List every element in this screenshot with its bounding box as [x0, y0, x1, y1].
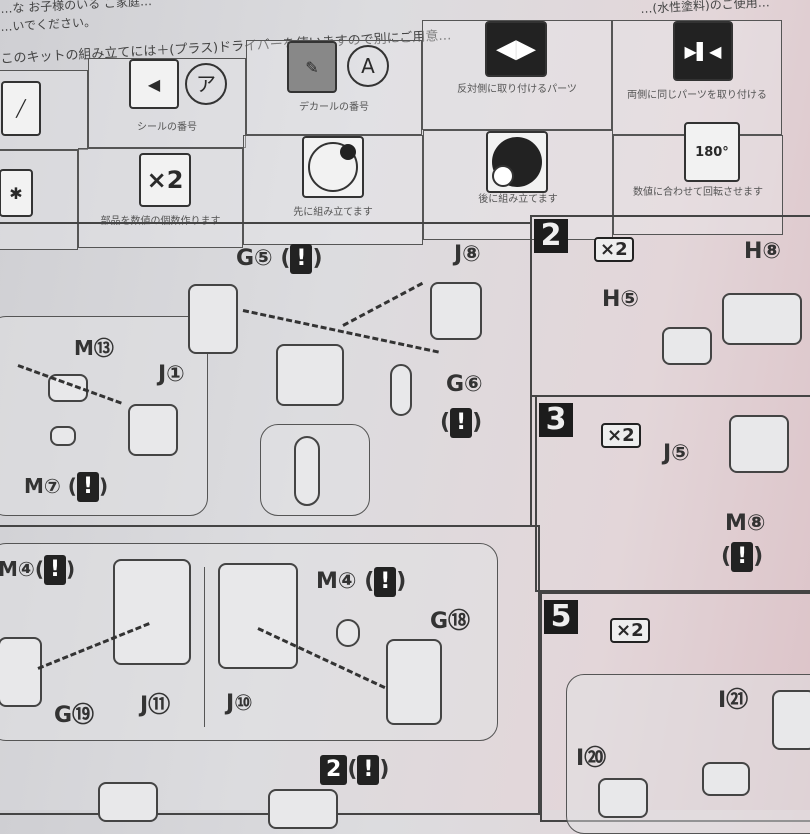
- part-i20: [598, 778, 648, 818]
- warning-icon: !: [731, 542, 754, 572]
- label-m8-warning: (!): [721, 542, 763, 572]
- label-j1: J①: [158, 362, 185, 387]
- label-m4-left: M④(!): [0, 555, 75, 585]
- count-badge: ×2: [594, 237, 634, 262]
- legend-rotate: 180° 数値に合わせて回転させます: [613, 122, 783, 235]
- warning-icon: !: [374, 567, 397, 597]
- warning-icon: !: [290, 244, 313, 274]
- label-g19: G⑲: [54, 703, 95, 728]
- step-3-panel: 3 ×2 J⑤ M⑧ (!): [535, 395, 810, 592]
- part-cube: [276, 344, 344, 406]
- legend-caption: 数値に合わせて回転させます: [633, 187, 763, 198]
- step-number: 3: [539, 403, 573, 437]
- decal-icon: ✎: [287, 41, 337, 93]
- label-m8: M⑧: [725, 511, 766, 536]
- part-detail: [294, 436, 320, 506]
- step-2-panel: 2 ×2 H⑧ H⑤: [530, 215, 810, 397]
- assemble-first-icon: [302, 136, 364, 198]
- part-m4: [336, 619, 360, 647]
- both-sides-icon: ▶▌◀: [673, 21, 733, 81]
- label-g6-warning: (!): [440, 408, 482, 438]
- part-g6: [390, 364, 412, 416]
- legend-caption: 部品を数値の個数作ります: [100, 216, 221, 227]
- step-5-panel: 5 ×2 I㉑ I⑳: [540, 592, 810, 834]
- label-m13: M⑬: [74, 336, 114, 360]
- legend-caption: デカールの番号: [299, 102, 369, 113]
- part-label: M⑦: [24, 474, 61, 498]
- legend-caption: 先に組み立てます: [293, 207, 373, 218]
- count-badge: ×2: [610, 618, 650, 643]
- part-label: M④: [0, 557, 35, 581]
- label-i21: I㉑: [718, 688, 749, 713]
- header-line-2: …いでください。: [0, 14, 97, 34]
- part-h5: [662, 327, 712, 365]
- part-m13: [48, 374, 88, 402]
- part-i21: [772, 690, 810, 750]
- warning-icon: !: [76, 472, 99, 502]
- part-j10: [218, 563, 298, 669]
- legend-caption: 両側に同じパーツを取り付ける: [627, 90, 767, 101]
- part-g19: [0, 637, 42, 707]
- warning-icon: !: [450, 408, 473, 438]
- warning-icon: !: [43, 555, 67, 585]
- part-j1: [128, 404, 178, 456]
- part-h8: [722, 293, 802, 345]
- label-m4-right: M④ (!): [316, 567, 406, 597]
- legend-both-sides: ▶▌◀ 両側に同じパーツを取り付ける: [612, 20, 782, 135]
- part-assembly: [268, 789, 338, 829]
- label-j5: J⑤: [663, 441, 690, 466]
- part-g18: [386, 639, 442, 725]
- part-j5: [729, 415, 789, 473]
- assembly-line: [342, 281, 424, 327]
- step-1-panel: G⑤ (!) J⑧ M⑬ J① G⑥ (!) M⑦ (!): [0, 222, 532, 527]
- assemble-later-icon: [486, 131, 548, 193]
- part-label: G⑤: [236, 246, 273, 271]
- sticker-icon: ◀: [129, 59, 179, 109]
- label-h5: H⑤: [602, 287, 640, 312]
- label-g18: G⑱: [430, 609, 471, 634]
- part-m7: [50, 426, 76, 446]
- sticker-number-symbol: ア: [185, 63, 227, 105]
- part-block: [702, 762, 750, 796]
- warning-icon: !: [357, 755, 380, 785]
- legend-opposite-side: ◀▶ 反対側に取り付けるパーツ: [422, 20, 612, 130]
- legend-times-two: ×2 部品を数値の個数作ります: [78, 148, 243, 248]
- legend-caption: 後に組み立てます: [478, 194, 558, 205]
- step-number: 2: [534, 219, 568, 253]
- divider: [204, 567, 205, 727]
- legend-caption: 反対側に取り付けるパーツ: [457, 84, 577, 95]
- label-m7: M⑦ (!): [24, 472, 108, 502]
- legend-assemble-first: 先に組み立てます: [243, 135, 423, 245]
- legend-sticker: ◀ ア シールの番号: [88, 58, 246, 148]
- legend-knife: ╱: [0, 70, 88, 150]
- opposite-side-icon: ◀▶: [485, 21, 547, 77]
- part-j11: [113, 559, 191, 665]
- part-label: M④: [316, 569, 357, 594]
- legend-caption: シールの番号: [137, 122, 197, 133]
- ref-step-number: 2: [320, 755, 348, 785]
- label-g6: G⑥: [446, 372, 483, 397]
- part-j8: [430, 282, 482, 340]
- label-h8: H⑧: [744, 239, 782, 264]
- legend-decal: ✎ A デカールの番号: [246, 40, 422, 135]
- parts-icon: ✱: [0, 169, 33, 217]
- rotate-180-icon: 180°: [684, 122, 740, 182]
- label-g5: G⑤ (!): [236, 244, 323, 274]
- label-j8: J⑧: [454, 242, 481, 267]
- legend-assemble-later: 後に組み立てます: [423, 130, 613, 240]
- step-number: 5: [544, 600, 578, 634]
- part-assembly: [98, 782, 158, 822]
- label-ref-step-2: 2(!): [320, 755, 389, 785]
- part-g5: [188, 284, 238, 354]
- legend-parts: ✱: [0, 150, 78, 250]
- times-two-icon: ×2: [139, 153, 191, 207]
- step-4-panel: M④(!) G⑲ J⑪ M④ (!) G⑱ J⑩ 2(!): [0, 525, 540, 829]
- label-j10: J⑩: [226, 691, 253, 716]
- label-i20: I⑳: [576, 746, 607, 771]
- label-j11: J⑪: [140, 693, 171, 718]
- decal-number-symbol: A: [347, 45, 389, 87]
- count-badge: ×2: [601, 423, 641, 448]
- knife-icon: ╱: [1, 81, 41, 136]
- header-right-note: …(水性塗料)のご使用…: [640, 0, 771, 16]
